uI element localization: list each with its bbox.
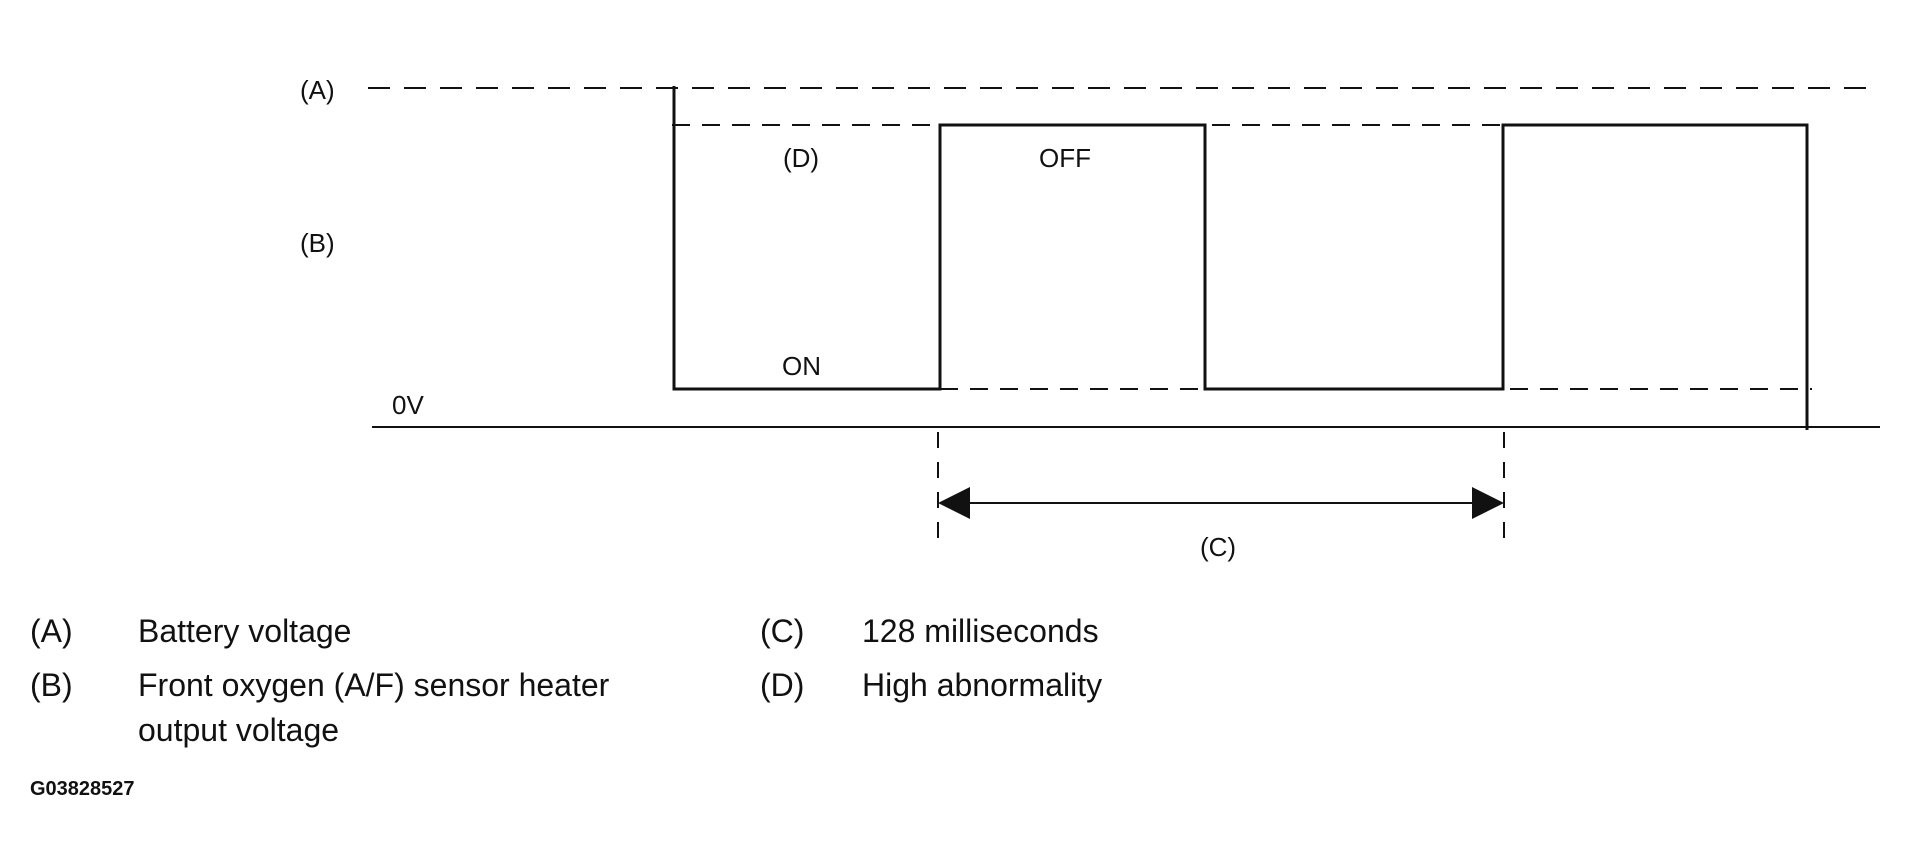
label-on: ON — [782, 351, 821, 381]
label-a: (A) — [300, 75, 335, 105]
heater-square-wave — [672, 86, 1809, 430]
period-arrow-right — [1472, 487, 1504, 519]
legend-key-c: (C) — [760, 613, 805, 649]
period-arrow-left — [938, 487, 970, 519]
legend-text-d: High abnormality — [862, 667, 1103, 703]
figure-id: G03828527 — [30, 778, 135, 800]
label-off: OFF — [1039, 143, 1091, 173]
legend-key-b: (B) — [30, 667, 73, 703]
label-c: (C) — [1200, 532, 1237, 562]
label-b: (B) — [300, 228, 335, 258]
label-d: (D) — [783, 143, 820, 173]
legend-text-a: Battery voltage — [138, 613, 352, 649]
legend-text-b-line2: output voltage — [138, 712, 340, 748]
legend-key-a: (A) — [30, 613, 73, 649]
legend-key-d: (D) — [760, 667, 805, 703]
legend-text-b: Front oxygen (A/F) sensor heater — [138, 667, 610, 703]
legend-text-c: 128 milliseconds — [862, 613, 1099, 649]
label-zero-volt: 0V — [392, 390, 424, 420]
